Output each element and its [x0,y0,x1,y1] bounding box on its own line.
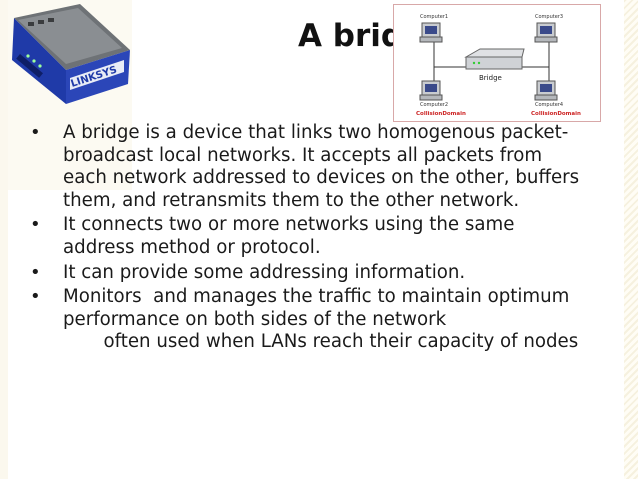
bullet-text: A bridge is a device that links two homo… [63,122,585,211]
slide-left-border [0,0,8,479]
computer-3-icon [534,22,558,43]
bullet-item: • It connects two or more networks using … [30,214,590,259]
bridge-diagram: Computer1 Computer3 Computer2 CollisionD… [393,4,601,122]
computer-1-icon [419,22,443,43]
bullet-item: • Monitors and manages the traffic to mai… [30,286,590,354]
bullet-dot-icon: • [30,122,41,143]
bridge-device-icon [464,48,525,70]
slide-title: A brid [298,18,396,54]
slide-right-border [624,0,638,479]
bullet-list: • A bridge is a device that links two hom… [30,122,590,356]
computer-4-icon [534,80,558,101]
bullet-text: It can provide some addressing informati… [63,261,466,283]
computer-4-label: Computer4 [535,102,563,108]
computer-2-icon [419,80,443,101]
computer-1-label: Computer1 [420,14,448,20]
bullet-dot-icon: • [30,286,41,308]
bullet-text: It connects two or more networks using t… [63,214,521,258]
collision-domain-right: CollisionDomain [531,111,581,117]
computer-2-label: Computer2 [420,102,448,108]
bullet-text: Monitors and manages the traffic to main… [63,286,579,353]
bullet-item: • A bridge is a device that links two hom… [30,122,590,212]
collision-domain-left: CollisionDomain [416,111,466,117]
bullet-item: • It can provide some addressing informat… [30,262,590,285]
computer-3-label: Computer3 [535,14,563,20]
router-image: LINKSYS [8,0,132,190]
bridge-device-label: Bridge [479,74,502,82]
bullet-dot-icon: • [30,261,41,283]
bullet-dot-icon: • [30,214,41,236]
